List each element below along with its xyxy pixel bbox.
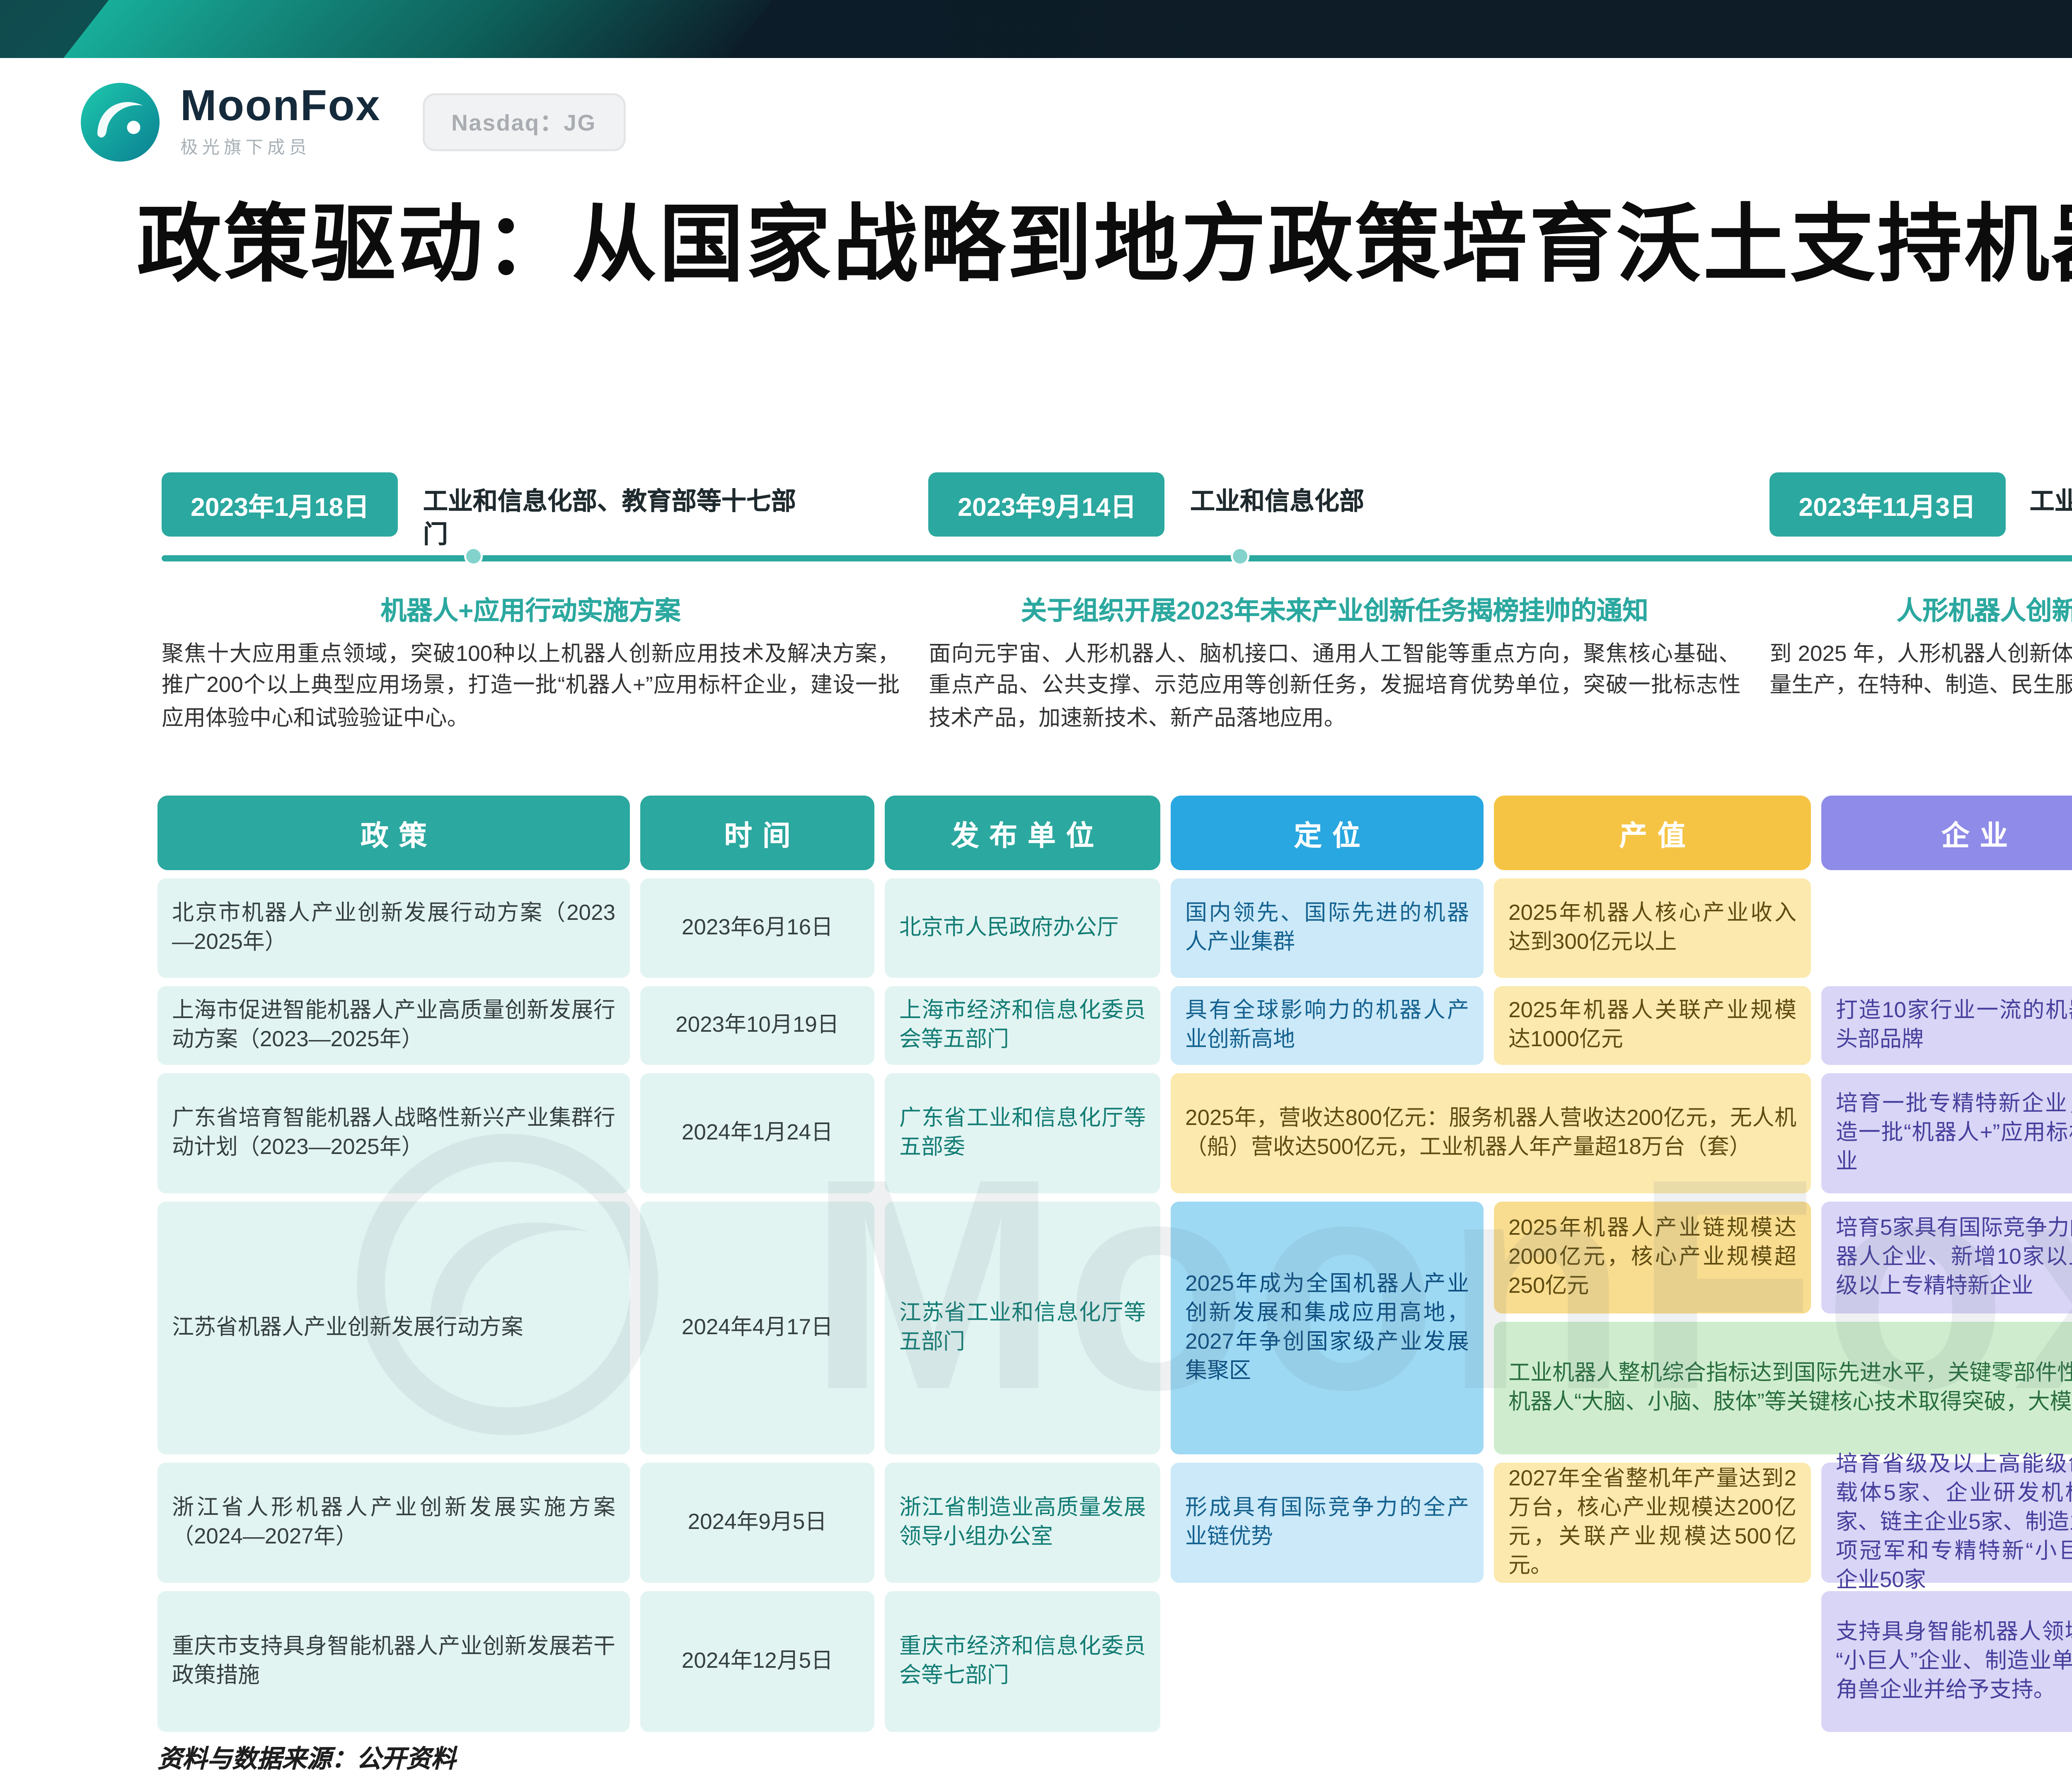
cell-zhejiang-time: 2024年9月5日: [640, 1463, 874, 1583]
timeline-dot-icon: [464, 547, 483, 566]
cell-zhejiang-position: 形成具有国际竞争力的全产业链优势: [1171, 1463, 1484, 1583]
timeline-policy-title: 人形机器人创新发展指导意见: [1896, 597, 2072, 626]
timeline-item-3: 2023年11月3日 工业和信息化部 人形机器人创新发展指导意见 到 2025 …: [1769, 472, 2072, 783]
cell-beijing-position: 国内领先、国际先进的机器人产业集群: [1171, 878, 1484, 978]
cell-jiangsu-policy: 江苏省机器人产业创新发展行动方案: [157, 1202, 630, 1454]
cell-jiangsu-tech: 工业机器人整机综合指标达到国际先进水平，关键零部件性能和可靠性达到国际同类产品水…: [1494, 1322, 2072, 1454]
cell-jiangsu-enterprise: 培育5家具有国际竞争力的机器人企业、新增10家以上省级以上专精特新企业: [1821, 1202, 2072, 1313]
timeline-issuer: 工业和信息化部: [2029, 487, 2072, 516]
cell-shanghai-output: 2025年机器人关联产业规模达1000亿元: [1494, 986, 1811, 1065]
cell-zhejiang-unit: 浙江省制造业高质量发展领导小组办公室: [885, 1463, 1160, 1583]
col-header-position: 定位: [1171, 796, 1484, 870]
policy-timeline: 2023年1月18日 工业和信息化部、教育部等十七部门 机器人+应用行动实施方案…: [162, 472, 2072, 783]
moonfox-logo-icon: [81, 83, 160, 162]
timeline-issuer: 工业和信息化部、教育部等十七部门: [423, 487, 796, 549]
cell-shanghai-unit: 上海市经济和信息化委员会等五部门: [885, 986, 1160, 1065]
cell-guangdong-policy: 广东省培育智能机器人战略性新兴产业集群行动计划（2023—2025年）: [157, 1073, 630, 1193]
cell-shanghai-time: 2023年10月19日: [640, 986, 874, 1065]
cell-guangdong-time: 2024年1月24日: [640, 1073, 874, 1193]
cell-jiangsu-unit: 江苏省工业和信息化厅等五部门: [885, 1202, 1160, 1454]
brand-subtitle: 极光旗下成员: [180, 137, 311, 158]
timeline-issuer: 工业和信息化部: [1190, 487, 1365, 516]
cell-guangdong-output: 2025年，营收达800亿元：服务机器人营收达200亿元，无人机（船）营收达50…: [1171, 1073, 1811, 1193]
cell-jiangsu-output: 2025年机器人产业链规模达2000亿元，核心产业规模超250亿元: [1494, 1202, 1811, 1313]
timeline-item-2: 2023年9月14日 工业和信息化部 关于组织开展2023年未来产业创新任务揭榜…: [929, 472, 1769, 783]
timeline-policy-desc: 到 2025 年，人形机器人创新体系初步建立，整机产品实现批量生产，在特种、制造…: [1769, 642, 2072, 699]
timeline-policy-desc: 面向元宇宙、人形机器人、脑机接口、通用人工智能等重点方向，聚焦核心基础、重点产品…: [929, 642, 1741, 731]
col-header-enterprise: 企业: [1821, 796, 2072, 870]
cell-zhejiang-policy: 浙江省人形机器人产业创新发展实施方案（2024—2027年）: [157, 1463, 630, 1583]
timeline-date-pill: 2023年11月3日: [1769, 472, 2005, 537]
col-header-policy: 政策: [157, 796, 630, 870]
cell-guangdong-unit: 广东省工业和信息化厅等五部委: [885, 1073, 1160, 1193]
timeline-date-pill: 2023年1月18日: [162, 472, 398, 537]
timeline-axis: [162, 555, 2072, 561]
timeline-item-1: 2023年1月18日 工业和信息化部、教育部等十七部门 机器人+应用行动实施方案…: [162, 472, 929, 783]
timeline-dot-icon: [1231, 547, 1250, 566]
timeline-policy-desc: 聚焦十大应用重点领域，突破100种以上机器人创新应用技术及解决方案，推广200个…: [162, 642, 900, 731]
cell-beijing-time: 2023年6月16日: [640, 878, 874, 978]
col-header-time: 时间: [640, 796, 874, 870]
cell-chongqing-unit: 重庆市经济和信息化委员会等七部门: [885, 1591, 1160, 1732]
col-header-output: 产值: [1494, 796, 1811, 870]
source-note: 资料与数据来源：公开资料: [157, 1744, 456, 1773]
brand-bar: MoonFox 极光旗下成员 Nasdaq：JG 驱动因素 6: [0, 58, 2072, 186]
timeline-policy-title: 关于组织开展2023年未来产业创新任务揭榜挂帅的通知: [1021, 597, 1648, 626]
cell-chongqing-time: 2024年12月5日: [640, 1591, 874, 1732]
cell-beijing-policy: 北京市机器人产业创新发展行动方案（2023—2025年）: [157, 878, 630, 978]
cell-beijing-output: 2025年机器人核心产业收入达到300亿元以上: [1494, 878, 1811, 978]
cell-zhejiang-enterprise: 培育省级及以上高能级创新载体5家、企业研发机构30家、链主企业5家、制造业单项冠…: [1821, 1452, 2072, 1594]
cell-shanghai-enterprise: 打造10家行业一流的机器人头部品牌: [1821, 986, 2072, 1065]
timeline-date-pill: 2023年9月14日: [929, 472, 1166, 537]
cell-beijing-unit: 北京市人民政府办公厅: [885, 878, 1160, 978]
brand-logo: MoonFox 极光旗下成员: [79, 81, 381, 164]
cell-zhejiang-output: 2027年全省整机年产量达到2万台，核心产业规模达200亿元，关联产业规模达50…: [1494, 1463, 1811, 1583]
cell-chongqing-policy: 重庆市支持具身智能机器人产业创新发展若干政策措施: [157, 1591, 630, 1732]
cell-chongqing-enterprise: 支持具身智能机器人领域企业创建高新技术企业、专精特新“小巨人”企业、制造业单项冠…: [1821, 1591, 2072, 1732]
timeline-policy-title: 机器人+应用行动实施方案: [380, 597, 681, 626]
cell-guangdong-enterprise: 培育一批专精特新企业，打造一批“机器人+”应用标杆企业: [1821, 1073, 2072, 1193]
cell-jiangsu-time: 2024年4月17日: [640, 1202, 874, 1454]
page-title: 政策驱动：从国家战略到地方政策培育沃土支持机器人产业发展: [137, 197, 2072, 292]
cell-jiangsu-position: 2025年成为全国机器人产业创新发展和集成应用高地，2027年争创国家级产业发展…: [1171, 1202, 1484, 1454]
policy-table: 政策 时间 发布单位 定位 产值 企业 产品/技术 应用场景 密度 北京市机器人…: [157, 796, 2072, 1732]
col-header-unit: 发布单位: [885, 796, 1160, 870]
cell-shanghai-position: 具有全球影响力的机器人产业创新高地: [1171, 986, 1484, 1065]
cell-shanghai-policy: 上海市促进智能机器人产业高质量创新发展行动方案（2023—2025年）: [157, 986, 630, 1065]
nasdaq-badge: Nasdaq：JG: [422, 93, 625, 151]
top-accent-bar: [0, 0, 2072, 58]
brand-name: MoonFox: [180, 82, 381, 131]
